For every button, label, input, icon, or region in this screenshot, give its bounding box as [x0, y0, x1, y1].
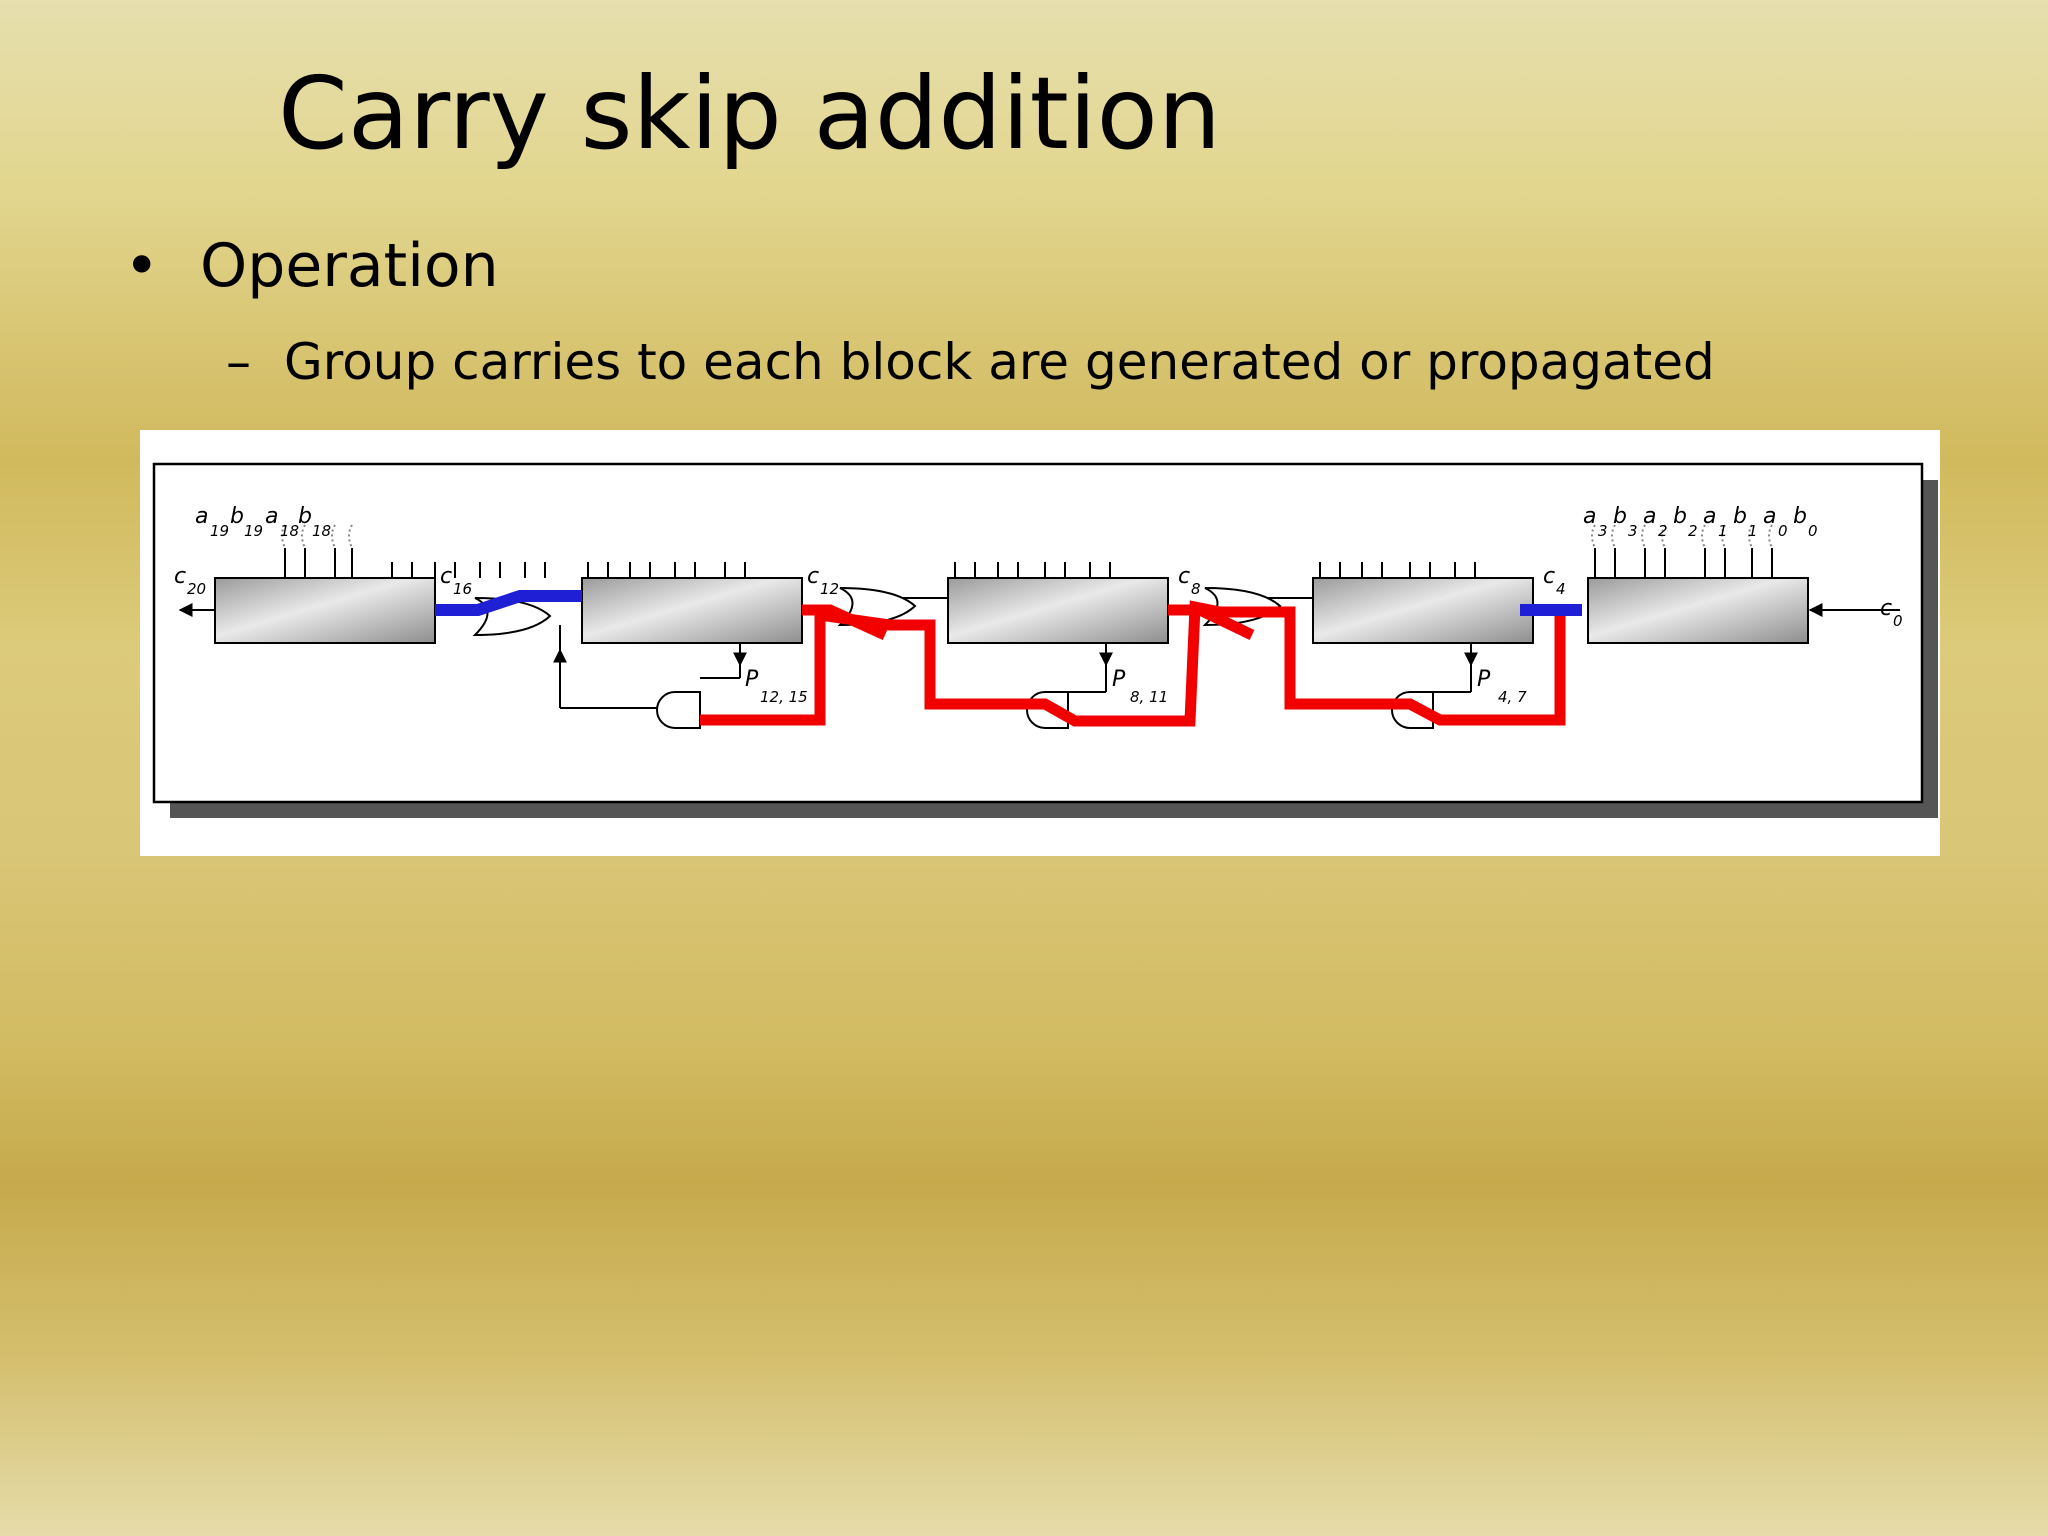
- label-c16: c: [440, 564, 452, 589]
- propagate-labels: P 12, 15 P 8, 11 P 4, 7: [745, 667, 1527, 706]
- label-c16-sub: 16: [453, 580, 472, 598]
- label-a2: a: [1643, 504, 1656, 529]
- label-a0-sub: 0: [1778, 522, 1788, 540]
- bullet-item: • Operation: [124, 232, 499, 301]
- label-c12: c: [807, 564, 819, 589]
- label-b18: b: [298, 504, 312, 529]
- carry-labels: c 20 c 16 c 12 c 8 c 4 c 0: [174, 564, 1903, 630]
- label-a1: a: [1703, 504, 1716, 529]
- propagate-path-c8: [1168, 604, 1255, 640]
- adder-block-12-15: [581, 577, 803, 644]
- label-a18-sub: 18: [280, 522, 299, 540]
- propagate-path-c12: [802, 604, 888, 641]
- input-wire-stubs: [281, 524, 1773, 549]
- label-b19: b: [230, 504, 244, 529]
- label-b2: b: [1673, 504, 1687, 529]
- label-p4-7: P: [1477, 667, 1491, 692]
- adder-block-8-11: [947, 577, 1169, 644]
- label-b2-sub: 2: [1688, 522, 1698, 540]
- label-a3: a: [1583, 504, 1596, 529]
- adder-block-16-19: [214, 577, 436, 644]
- sub-bullet-item: –Group carries to each block are generat…: [226, 333, 1715, 392]
- adder-block-0-3: [1587, 577, 1809, 644]
- label-a3-sub: 3: [1598, 522, 1608, 540]
- carry-skip-adder-figure: a 19 b 19 a 18 b 18 a 3 b 3 a 2 b 2 a 1 …: [140, 430, 1940, 856]
- label-b18-sub: 18: [312, 522, 331, 540]
- carry-skip-diagram: a 19 b 19 a 18 b 18 a 3 b 3 a 2 b 2 a 1 …: [152, 462, 1938, 818]
- label-a19-sub: 19: [210, 522, 229, 540]
- label-b0: b: [1793, 504, 1807, 529]
- label-c4: c: [1543, 564, 1555, 589]
- label-b3: b: [1613, 504, 1627, 529]
- label-c20-sub: 20: [187, 580, 206, 598]
- label-p12-15: P: [745, 667, 759, 692]
- label-a1-sub: 1: [1718, 522, 1728, 540]
- label-p8-11: P: [1112, 667, 1126, 692]
- label-c4-sub: 4: [1556, 580, 1566, 598]
- label-a0: a: [1763, 504, 1776, 529]
- label-b1: b: [1733, 504, 1747, 529]
- generate-path-c16: [435, 590, 582, 616]
- input-labels-left: a 19 b 19 a 18 b 18: [195, 504, 331, 540]
- label-c0: c: [1880, 596, 1892, 621]
- label-c20: c: [174, 564, 186, 589]
- label-a19: a: [195, 504, 208, 529]
- label-c0-sub: 0: [1893, 612, 1903, 630]
- label-b1-sub: 1: [1748, 522, 1758, 540]
- label-p4-7-sub: 4, 7: [1498, 688, 1527, 706]
- label-b19-sub: 19: [244, 522, 263, 540]
- input-pins: [284, 548, 1773, 578]
- slide-title: Carry skip addition: [278, 55, 1222, 172]
- adder-block-4-7: [1312, 577, 1534, 644]
- label-b0-sub: 0: [1808, 522, 1818, 540]
- and-gate-p12-15: [656, 691, 701, 729]
- sub-bullet-text: Group carries to each block are generate…: [284, 333, 1715, 391]
- label-p8-11-sub: 8, 11: [1130, 688, 1168, 706]
- bullet-dot: •: [124, 231, 160, 301]
- label-a18: a: [265, 504, 278, 529]
- label-c12-sub: 12: [820, 580, 839, 598]
- label-p12-15-sub: 12, 15: [760, 688, 808, 706]
- bullet-text: Operation: [200, 231, 499, 301]
- label-a2-sub: 2: [1658, 522, 1668, 540]
- label-c8: c: [1178, 564, 1190, 589]
- input-labels-right: a 3 b 3 a 2 b 2 a 1 b 1 a 0 b 0: [1583, 504, 1818, 540]
- label-c8-sub: 8: [1191, 580, 1201, 598]
- sub-bullet-dash: –: [226, 333, 251, 391]
- label-b3-sub: 3: [1628, 522, 1638, 540]
